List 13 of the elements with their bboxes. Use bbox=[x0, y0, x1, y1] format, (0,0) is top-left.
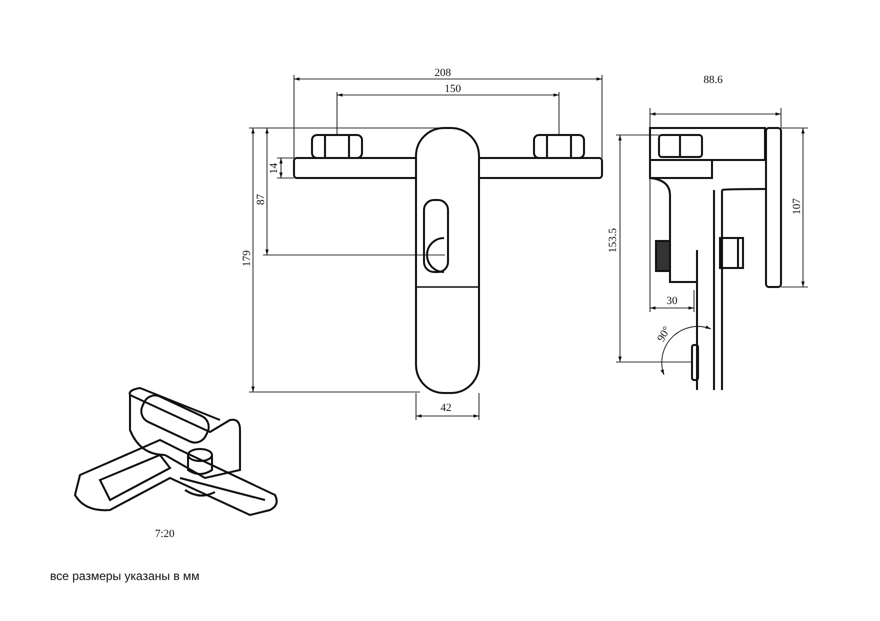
dimension-label: 42 bbox=[440, 402, 452, 414]
dimension-label: 153.5 bbox=[607, 228, 618, 252]
dimension-label: 208 bbox=[434, 68, 451, 78]
dimension-label: 30 bbox=[666, 296, 678, 306]
dimension-label: 88.6 bbox=[704, 74, 723, 86]
dimension-label: 107 bbox=[791, 198, 802, 214]
dimension-label: 90° bbox=[656, 324, 673, 344]
dimension-label: 87 bbox=[256, 194, 266, 204]
dimension-label: 150 bbox=[444, 84, 461, 94]
dimension-label: 14 bbox=[268, 162, 280, 174]
note-text: все размеры указаны в мм bbox=[50, 570, 200, 582]
scale-label: 7:20 bbox=[155, 528, 175, 540]
dimension-label: 179 bbox=[241, 250, 252, 266]
